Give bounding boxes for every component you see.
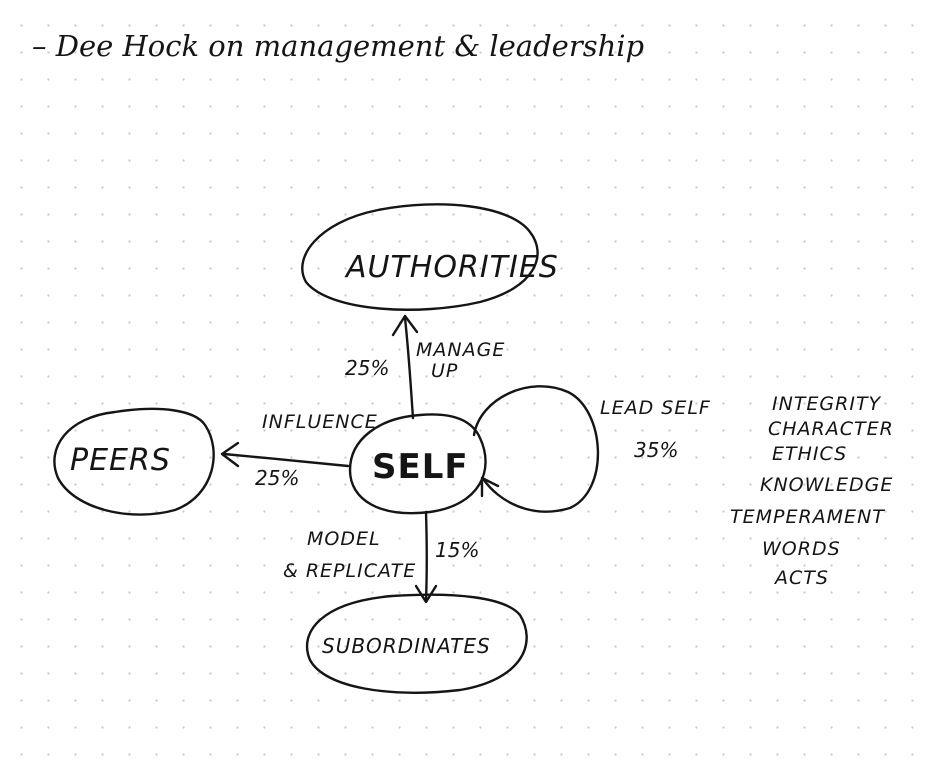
arrow-influence [220,441,350,468]
trait-item: ETHICS [772,443,847,465]
lead-self-label: LEAD SELF [600,397,711,419]
model-replicate-percent: 15% [435,538,479,562]
trait-item: INTEGRITY [772,393,882,415]
trait-item: ACTS [773,567,829,589]
authorities-ellipse [301,203,539,311]
node-authorities: AUTHORITIES [301,203,559,311]
trait-item: KNOWLEDGE [760,474,893,496]
self-label: SELF [372,447,469,487]
peers-label: PEERS [70,443,171,478]
manage-up-line2: UP [431,360,458,382]
peers-ellipse [53,407,215,516]
model-replicate-line2: & REPLICATE [283,560,416,582]
self-ellipse [348,413,487,515]
subordinates-ellipse [305,593,528,694]
subordinates-label: SUBORDINATES [322,634,491,658]
trait-item: CHARACTER [768,418,894,440]
node-self: SELF [348,413,487,515]
page-title: – Dee Hock on management & leadership [32,29,644,63]
trait-item: TEMPERAMENT [730,506,885,528]
node-peers: PEERS [53,407,215,516]
lead-self-percent: 35% [634,438,678,462]
arrow-manage-up [391,314,419,420]
manage-up-line1: MANAGE [416,339,505,361]
arrow-lead-self [472,385,600,513]
influence-label: INFLUENCE [262,411,378,433]
authorities-label: AUTHORITIES [344,250,559,285]
influence-percent: 25% [255,466,299,490]
node-subordinates: SUBORDINATES [305,593,528,694]
lead-self-traits: INTEGRITY CHARACTER ETHICS KNOWLEDGE TEM… [730,393,894,589]
arrow-model-replicate [414,510,438,604]
trait-item: WORDS [762,538,841,560]
manage-up-percent: 25% [345,356,389,380]
model-replicate-line1: MODEL [307,528,381,550]
